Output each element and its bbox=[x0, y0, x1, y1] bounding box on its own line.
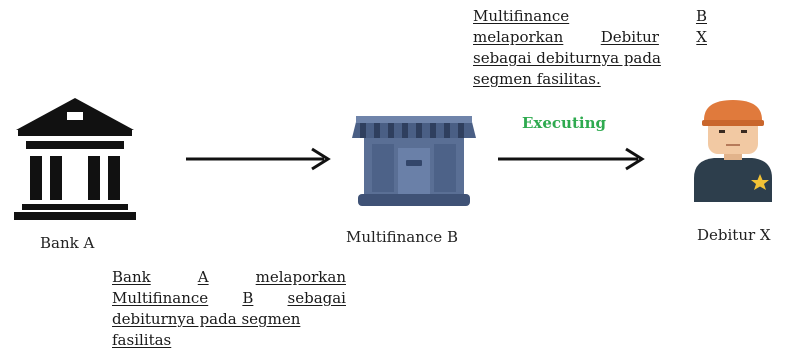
person-cap-icon bbox=[688, 98, 778, 202]
note-bank-reports-multifinance: Bank A melaporkan Multifinance B sebagai… bbox=[112, 267, 346, 351]
note-line: segmen fasilitas. bbox=[473, 70, 601, 88]
note-line: fasilitas bbox=[112, 331, 172, 349]
arrow-multifinance-to-debtor bbox=[496, 146, 648, 172]
note-line: Bank A melaporkan bbox=[112, 268, 346, 286]
arrow-bank-to-multifinance bbox=[184, 146, 334, 172]
bank-building-icon bbox=[12, 96, 138, 220]
multifinance-label: Multifinance B bbox=[346, 228, 458, 246]
note-multifinance-reports-debtor: Multifinance B melaporkan Debitur X seba… bbox=[473, 6, 707, 90]
note-line: Multifinance B bbox=[473, 7, 707, 25]
note-line: melaporkan Debitur X bbox=[473, 28, 707, 46]
bank-label: Bank A bbox=[40, 234, 95, 252]
debtor-label: Debitur X bbox=[697, 226, 771, 244]
note-line: debiturnya pada segmen bbox=[112, 310, 301, 328]
note-line: Multifinance B sebagai bbox=[112, 289, 346, 307]
executing-label: Executing bbox=[522, 114, 606, 132]
note-line: sebagai debiturnya pada bbox=[473, 49, 661, 67]
store-kiosk-icon bbox=[350, 108, 478, 214]
